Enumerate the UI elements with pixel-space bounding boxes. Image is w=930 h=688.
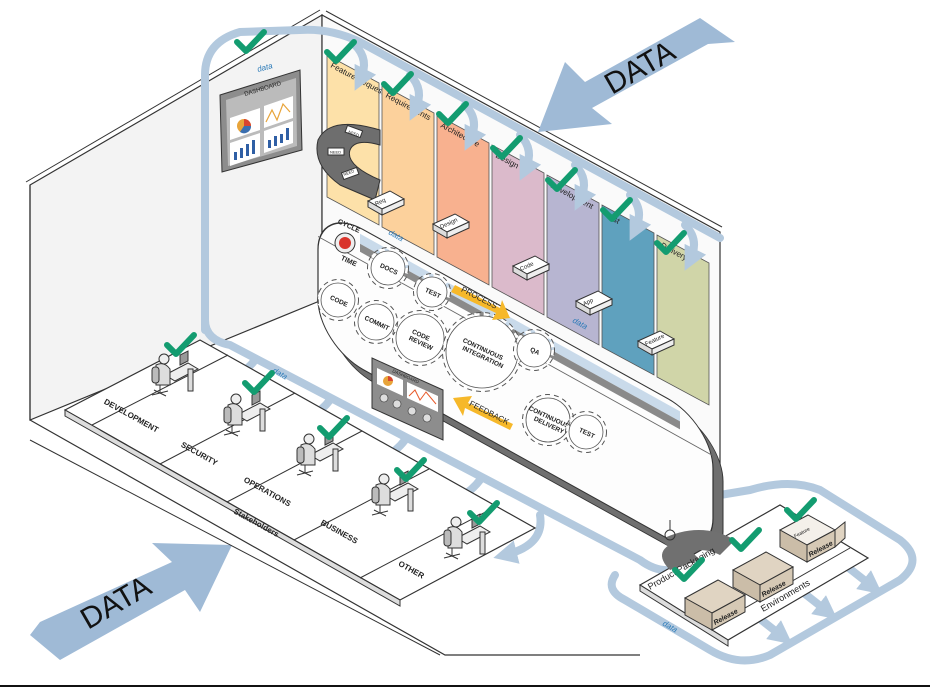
data-arrow-top: DATA [538, 18, 735, 132]
gear-commit: COMMIT [354, 300, 398, 344]
checkmark-icon [242, 370, 275, 395]
wall-dashboard: DASHBOARD [219, 69, 303, 173]
stage-panel-delivery: Delivery [656, 234, 710, 406]
checkmark-icon [467, 500, 500, 525]
checkmark-icon [164, 332, 197, 357]
conveyor-item-code: Code [511, 255, 551, 281]
conveyor-item-design: Design [431, 213, 471, 239]
gear-continuous-integration: CONTINUOUSINTEGRATIONCONTINUOUS INTEGRAT… [442, 312, 522, 392]
svg-text:QA: QA [529, 346, 541, 357]
checkmark-icon [784, 497, 817, 522]
stage-panel-architecture: Architecture [436, 114, 490, 286]
gear-test: TEST [413, 273, 451, 311]
conveyor-item-req: Req [366, 190, 406, 216]
stakeholder-desk-development [151, 350, 200, 397]
gear-docs: DOCS [367, 247, 409, 289]
gear-code: CODE [317, 279, 359, 321]
conveyor-item-feature: Feature [636, 330, 676, 356]
checkmark-icon [729, 527, 762, 552]
checkmark-icon [672, 557, 705, 582]
checkmark-icon [394, 457, 427, 482]
svg-text:App: App [582, 298, 595, 308]
needs-ramp: NEED NEED NEED [316, 123, 381, 201]
checkmark-icon [381, 71, 414, 96]
checkmark-icon [436, 101, 469, 126]
small-dashboard: DASHBOARD [371, 357, 444, 441]
conveyor-item-app: App [574, 290, 614, 316]
floor-edge [29, 419, 640, 656]
checkmark-icon [654, 230, 687, 255]
stakeholder-desk-security [223, 390, 272, 437]
svg-text:Code: Code [519, 261, 535, 273]
data-arrow-bottom: DATA [30, 543, 232, 660]
svg-text:NEED: NEED [343, 168, 355, 177]
checkmark-icon [545, 167, 578, 192]
gear-qa: QA [513, 329, 555, 371]
gear-continuous-delivery: CONTINUOUSDELIVERYCONTINUOUS DELIVERY [522, 394, 574, 446]
gear-code-review: CODEREVIEWCODE REVIEW [392, 310, 448, 366]
checkmark-icon [234, 29, 267, 54]
svg-text:DATA: DATA [599, 35, 681, 101]
checkmark-icon [324, 39, 357, 64]
checkmark-icon [490, 135, 523, 160]
checkmark-icon [317, 415, 350, 440]
svg-text:NEED: NEED [348, 129, 360, 138]
svg-text:Req: Req [374, 198, 387, 208]
stage-panel-design: Design [491, 144, 545, 316]
data-label: data [256, 61, 274, 74]
release-box: Release [731, 551, 795, 603]
checkmark-icon [600, 197, 633, 222]
gear-test: TEST [565, 411, 607, 453]
svg-text:NEED: NEED [330, 150, 341, 155]
